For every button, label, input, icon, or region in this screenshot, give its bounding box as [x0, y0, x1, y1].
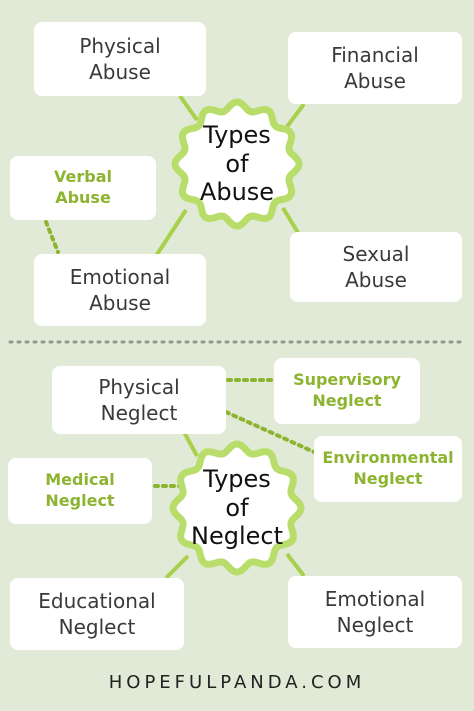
connector-emotional-abuse: [154, 208, 188, 258]
connector-sexual-abuse: [281, 206, 302, 238]
abuse-badge: [171, 98, 303, 230]
site-footer: HOPEFULPANDA.COM: [108, 672, 366, 693]
emotional-neglect-box: Emotional Neglect: [288, 576, 462, 648]
environmental-neglect-box: Environmental Neglect: [314, 436, 462, 502]
supervisory-neglect-box: Supervisory Neglect: [274, 358, 420, 424]
verbal-abuse-box: Verbal Abuse: [10, 156, 156, 220]
connector-emotional-neglect: [285, 552, 306, 578]
connector-educational-neglect: [164, 554, 190, 580]
connector-financial-abuse: [284, 102, 306, 130]
medical-neglect-box: Medical Neglect: [8, 458, 152, 524]
educational-neglect-box: Educational Neglect: [10, 578, 184, 650]
abuse-center-label: Types of Abuse: [199, 120, 275, 207]
neglect-center-label: Types of Neglect: [191, 464, 283, 551]
neglect-badge: [169, 440, 305, 576]
financial-abuse-box: Financial Abuse: [288, 32, 462, 104]
connector-verbal-abuse: [44, 220, 60, 254]
connector-physical-abuse: [178, 94, 199, 122]
sexual-abuse-box: Sexual Abuse: [290, 232, 462, 302]
physical-abuse-box: Physical Abuse: [34, 22, 206, 96]
connector-physical-neglect: [182, 431, 199, 457]
emotional-abuse-box: Emotional Abuse: [34, 254, 206, 326]
physical-neglect-box: Physical Neglect: [52, 366, 226, 434]
connector-environmental-neglect: [224, 410, 316, 454]
